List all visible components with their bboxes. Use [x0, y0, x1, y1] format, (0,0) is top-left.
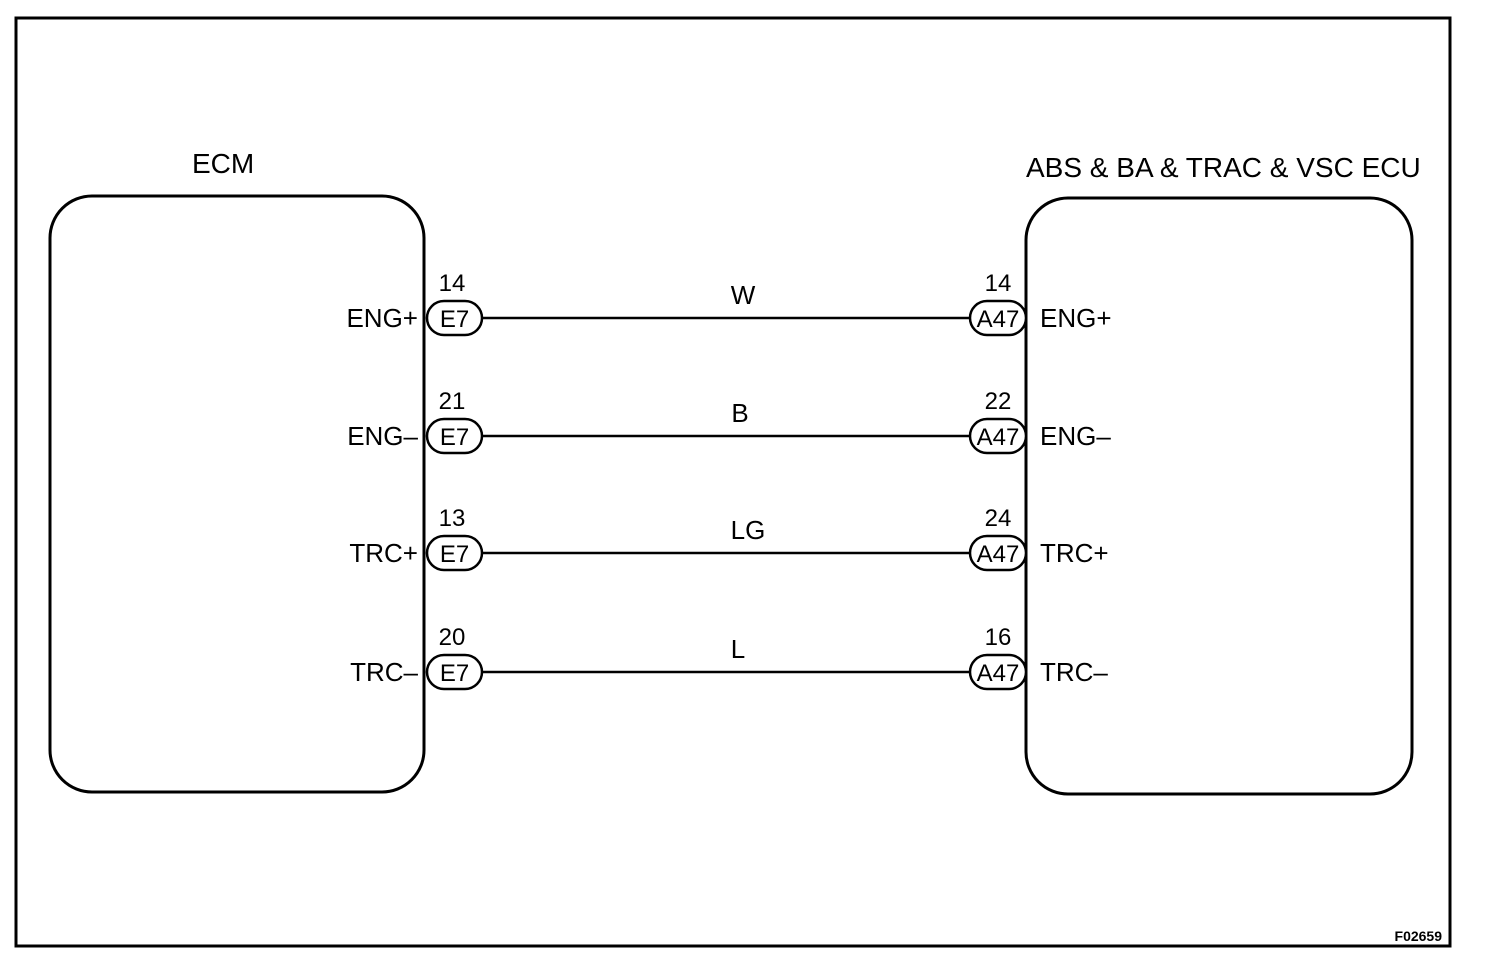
abs-ecu-connector [968, 299, 1028, 337]
abs-ecu-box [1024, 196, 1414, 796]
ecm-pin-number: 14 [439, 270, 466, 297]
ecm-connector [425, 417, 484, 455]
wire-row: E7 A47 21 22 ENG– ENG– B [347, 388, 1111, 455]
ecm-signal-label: ENG+ [346, 303, 418, 333]
ecm-signal-label: ENG– [347, 421, 418, 451]
wire-color-label: W [731, 280, 756, 310]
wire-row: E7 A47 20 16 TRC– TRC– L [350, 624, 1108, 691]
ecm-signal-label: TRC– [350, 657, 418, 687]
abs-ecu-connector-label: A47 [977, 306, 1020, 333]
abs-ecu-pin-number: 16 [985, 624, 1012, 651]
abs-ecu-title: ABS & BA & TRAC & VSC ECU [1026, 152, 1421, 183]
ecm-pin-number: 21 [439, 388, 466, 415]
ecm-connector-label: E7 [440, 541, 469, 568]
ecm-pin-number: 20 [439, 624, 466, 651]
ecm-box [48, 194, 426, 794]
wire-rows: E7 A47 14 14 ENG+ ENG+ W E7 A47 21 22 EN… [346, 270, 1112, 691]
wire-color-label: L [731, 634, 745, 664]
ecm-connector-label: E7 [440, 424, 469, 451]
ecm-connector-label: E7 [440, 660, 469, 687]
wire-color-label: B [731, 398, 748, 428]
figure-code: F02659 [1395, 928, 1443, 944]
ecm-title: ECM [192, 148, 254, 179]
abs-ecu-connector [968, 417, 1028, 455]
ecm-connector-label: E7 [440, 306, 469, 333]
ecm-signal-label: TRC+ [349, 538, 418, 568]
abs-ecu-signal-label: TRC– [1040, 657, 1108, 687]
wire-color-label: LG [731, 515, 766, 545]
abs-ecu-pin-number: 14 [985, 270, 1012, 297]
abs-ecu-connector-label: A47 [977, 424, 1020, 451]
abs-ecu-connector-label: A47 [977, 541, 1020, 568]
abs-ecu-pin-number: 24 [985, 505, 1012, 532]
wire-row: E7 A47 14 14 ENG+ ENG+ W [346, 270, 1112, 337]
abs-ecu-connector-label: A47 [977, 660, 1020, 687]
wire-row: E7 A47 13 24 TRC+ TRC+ LG [349, 505, 1109, 572]
diagram-frame [14, 16, 1452, 948]
abs-ecu-pin-number: 22 [985, 388, 1012, 415]
ecm-pin-number: 13 [439, 505, 466, 532]
ecm-connector [425, 534, 484, 572]
abs-ecu-signal-label: TRC+ [1040, 538, 1109, 568]
abs-ecu-signal-label: ENG– [1040, 421, 1111, 451]
ecm-connector [425, 653, 484, 691]
abs-ecu-connector [968, 653, 1028, 691]
ecm-connector [425, 299, 484, 337]
abs-ecu-signal-label: ENG+ [1040, 303, 1112, 333]
abs-ecu-connector [968, 534, 1028, 572]
